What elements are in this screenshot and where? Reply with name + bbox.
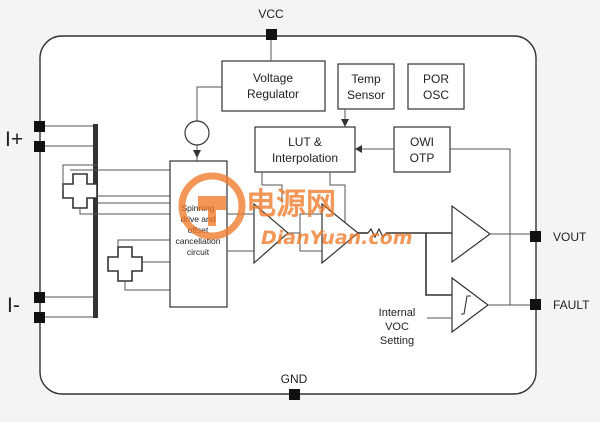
to-comparator-wire	[425, 233, 452, 296]
por-osc-line-1: POR	[423, 72, 449, 86]
lut-interpolation-block	[254, 126, 356, 173]
lut-line-1: LUT &	[288, 135, 322, 149]
vcc-label: VCC	[258, 7, 284, 21]
output-buffer-icon	[451, 204, 492, 264]
voltage-regulator-line-1: Voltage	[253, 71, 293, 85]
spinning-line-4: cancellation	[176, 236, 221, 246]
hall-sensor-top	[62, 173, 98, 209]
i-plus-pin-1	[34, 121, 45, 132]
amp1-to-amp2-wires	[288, 213, 322, 252]
temp-sensor-line-1: Temp	[351, 72, 381, 86]
fault-comparator-icon	[451, 276, 489, 334]
internal-voc-line-3: Setting	[380, 335, 414, 347]
current-source-arrow-icon	[193, 150, 201, 158]
lut-line-2: Interpolation	[272, 151, 338, 165]
input-leads	[45, 125, 93, 318]
hall-sensor-wire-left	[62, 164, 98, 191]
chip-outline	[39, 35, 537, 395]
owi-otp-block	[393, 126, 451, 173]
internal-voc-line-2: VOC	[385, 321, 409, 333]
lut-to-amp2-wire	[329, 172, 346, 225]
i-plus-pin-2	[34, 141, 45, 152]
owi-to-lut-arrow-icon	[355, 145, 362, 153]
owi-otp-line-2: OTP	[410, 151, 435, 165]
current-conductor-bar	[93, 124, 98, 318]
temp-sensor-block	[337, 63, 395, 110]
spinning-line-2: drive and	[181, 214, 216, 224]
gnd-label: GND	[281, 372, 308, 386]
i-plus-label: I+	[5, 128, 23, 151]
fault-label: FAULT	[553, 298, 590, 312]
spinning-line-5: circuit	[187, 247, 210, 257]
i-minus-label: I-	[7, 294, 20, 317]
resistor-icon	[367, 227, 387, 239]
fault-pin	[530, 299, 541, 310]
amplifier-2-icon	[321, 202, 359, 265]
watermark-cn-text: 电源网	[246, 187, 336, 222]
vout-pin	[530, 231, 541, 242]
watermark-en-text: DianYuan.com	[261, 227, 413, 249]
temp-to-lut-arrow-icon	[341, 119, 349, 127]
voltage-regulator-block	[221, 60, 326, 112]
vcc-pin	[266, 29, 277, 40]
por-osc-line-2: OSC	[423, 88, 449, 102]
watermark-logo-icon	[178, 172, 246, 240]
hysteresis-icon	[461, 295, 471, 315]
temp-sensor-line-2: Sensor	[347, 88, 385, 102]
gnd-pin	[289, 389, 300, 400]
internal-voc-line-1: Internal	[379, 307, 416, 319]
owi-otp-line-1: OWI	[410, 135, 434, 149]
regulator-output-wire	[196, 86, 222, 121]
current-source-icon	[184, 120, 210, 146]
hall-sensor-wires	[70, 169, 170, 291]
i-minus-pin-1	[34, 292, 45, 303]
vout-label: VOUT	[553, 230, 587, 244]
watermark-plug-icon	[198, 196, 226, 226]
voltage-regulator-line-2: Regulator	[247, 87, 299, 101]
i-minus-pin-2	[34, 312, 45, 323]
watermark: 电源网 DianYuan.com	[178, 172, 413, 249]
lut-to-amp1-wire	[261, 172, 283, 203]
amplifier-1-icon	[253, 202, 289, 265]
por-osc-block	[407, 63, 465, 110]
